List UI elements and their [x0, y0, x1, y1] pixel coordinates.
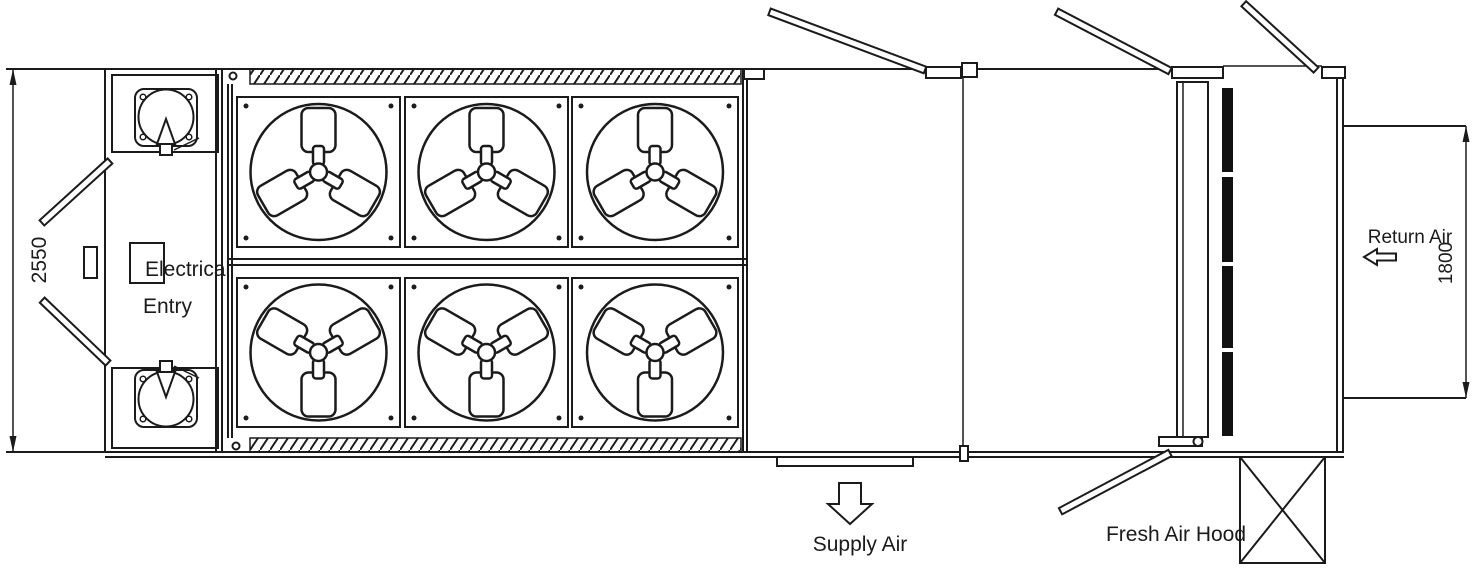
- condenser-fan: [249, 102, 388, 242]
- electrical-entry-label-line1: Electrical: [145, 258, 230, 281]
- hinge-block: [961, 62, 978, 78]
- arrowhead-up-icon: [1462, 126, 1470, 142]
- compressor-section: Electrical Entry: [83, 74, 230, 449]
- condenser-fan: [417, 283, 556, 422]
- door-handle-block: [83, 246, 98, 279]
- arrowhead-down-icon: [9, 436, 17, 452]
- fresh-air-hood-label: Fresh Air Hood: [1106, 523, 1246, 546]
- condenser-fan: [585, 102, 725, 242]
- filter-segment: [1222, 88, 1233, 172]
- return-air-arrow-icon: [1362, 247, 1397, 267]
- door-frame-bar: [1321, 66, 1346, 79]
- filter-segment: [1222, 177, 1233, 262]
- dim-1800-label: 1800: [1436, 242, 1457, 284]
- fan-panel: [236, 96, 739, 248]
- dimension-overall-height: 2550: [9, 69, 51, 452]
- condenser-fan: [249, 283, 388, 422]
- supply-air-arrow-icon: [825, 482, 875, 526]
- filter-segment: [1222, 266, 1233, 348]
- access-door-supply-section: [766, 7, 928, 75]
- electrical-entry-label-line2: Entry: [143, 295, 193, 318]
- louvre-strip-bottom: [249, 437, 742, 453]
- hinge-pin-icon: [231, 441, 241, 451]
- supply-air-label: Supply Air: [813, 533, 908, 556]
- fresh-air-hood: Fresh Air Hood: [1106, 456, 1326, 564]
- access-door-filter-section-1: [1053, 7, 1173, 76]
- return-air-label: Return Air: [1368, 227, 1453, 248]
- access-door-left-top: [38, 156, 114, 227]
- dim-2550-label: 2550: [28, 237, 51, 284]
- arrowhead-up-icon: [9, 69, 17, 85]
- supply-air-opening: Supply Air: [776, 456, 914, 556]
- arrowhead-down-icon: [1462, 382, 1470, 398]
- condenser-fan: [417, 102, 556, 242]
- fan-panel: [236, 277, 739, 428]
- return-air-duct: Return Air 1800: [1343, 125, 1470, 399]
- hinge-pin-icon: [228, 71, 238, 81]
- access-door-fresh-air: [1057, 448, 1173, 516]
- filter-segment: [1222, 352, 1233, 436]
- access-door-filter-section-2: [1239, 0, 1320, 74]
- door-frame-bar: [1171, 66, 1224, 79]
- open-access-doors: [38, 0, 1320, 516]
- access-door-left-bottom: [38, 296, 112, 367]
- louvre-strip-top: [249, 68, 742, 85]
- electrical-entry-box: [129, 242, 165, 284]
- compressor-bottom: [134, 360, 200, 428]
- condenser-fan-section: [228, 68, 747, 453]
- condenser-fan: [585, 283, 725, 422]
- door-frame-bar: [925, 66, 962, 79]
- hinge-block: [959, 445, 969, 462]
- filter-section: [1158, 77, 1233, 447]
- compressor-top: [134, 88, 200, 156]
